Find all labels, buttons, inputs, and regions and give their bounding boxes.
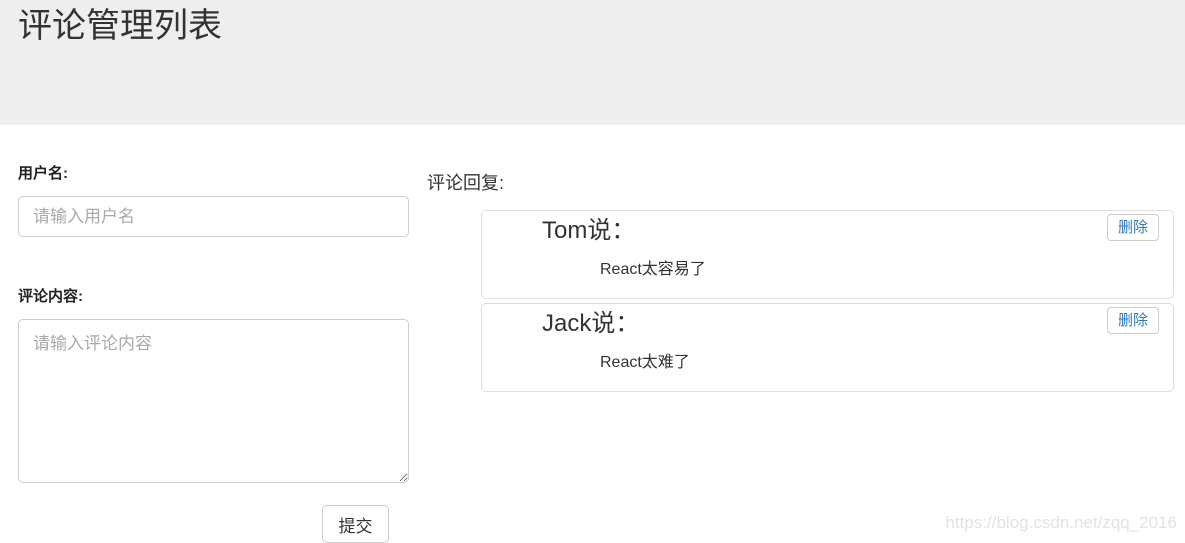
username-input[interactable] [18,196,409,237]
reply-content: React太容易了 [600,261,706,279]
submit-button[interactable]: 提交 [322,505,389,543]
reply-list: Tom说： React太容易了 删除 Jack说： React太难了 删除 [481,210,1185,393]
comment-form: 用户名: 评论内容: 提交 [18,125,409,543]
comment-content-label: 评论内容: [18,288,83,305]
reply-panel: Jack说： React太难了 删除 [481,303,1174,393]
comment-content-textarea[interactable] [18,319,409,483]
username-label: 用户名: [18,165,68,182]
reply-content: React太难了 [600,354,690,372]
reply-author: Tom说： [542,217,636,245]
delete-reply-button[interactable]: 删除 [1106,307,1159,335]
page-header: 评论管理列表 [0,0,1185,125]
replies-section: 评论回复: Tom说： React太容易了 删除 Jack说： React太难了… [427,125,1185,396]
csdn-watermark: https://blog.csdn.net/zqq_2016 [945,513,1177,532]
reply-author: Jack说： [542,310,640,338]
page-title: 评论管理列表 [18,7,222,45]
replies-section-label: 评论回复: [427,173,505,193]
delete-reply-button[interactable]: 删除 [1106,214,1159,242]
reply-panel: Tom说： React太容易了 删除 [481,210,1174,300]
